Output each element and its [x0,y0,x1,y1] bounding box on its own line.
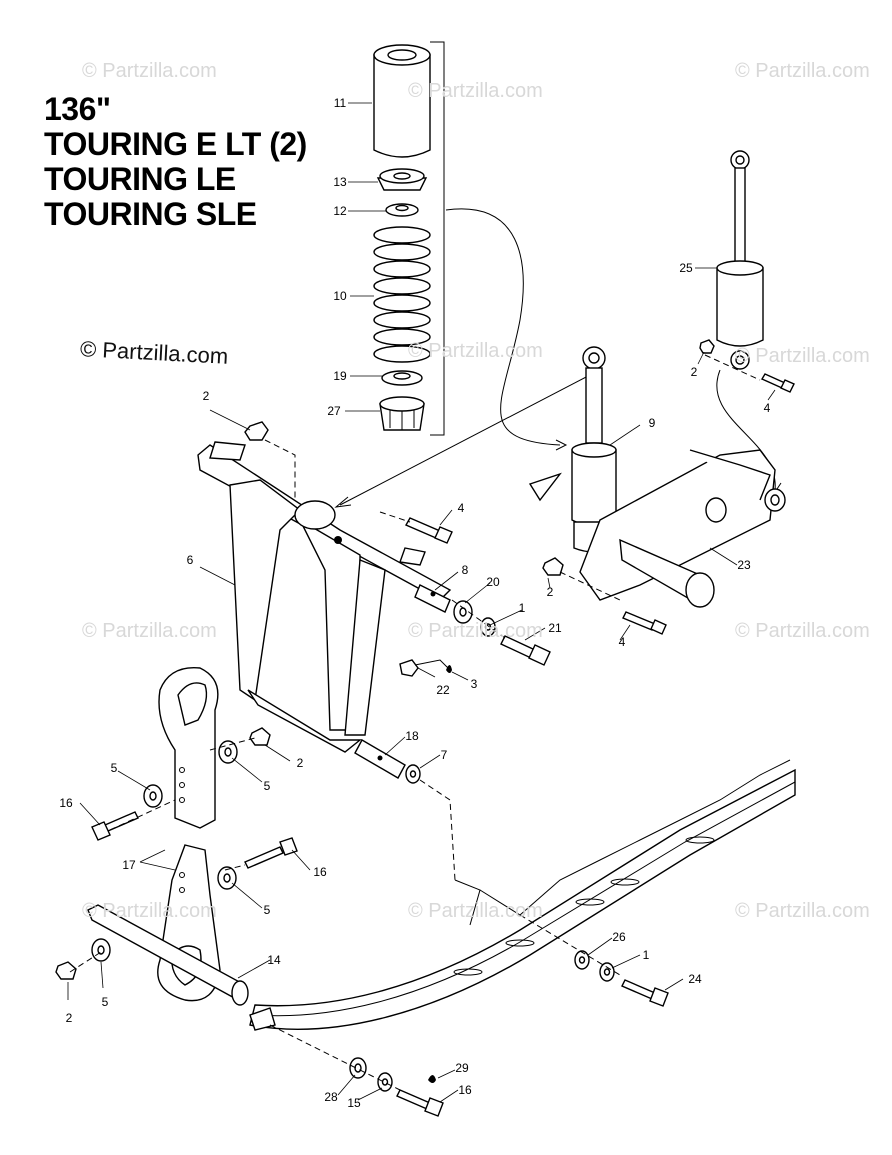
ring-part [385,203,419,217]
watermark: © Partzilla.com [82,60,217,82]
callout-label: 9 [648,416,656,430]
washer-5-d-part [91,938,111,962]
callout-label: 2 [65,1011,73,1025]
nut-2-left-part [249,727,271,746]
washer-20-part [453,600,473,624]
callout-label: 23 [737,558,751,572]
callout-label: 13 [333,175,347,189]
callout-label: 3 [470,677,478,691]
washer-15-part [377,1072,393,1092]
leader-lines [67,102,776,1103]
watermark: © Partzilla.com [82,620,217,642]
callout-label: 5 [101,995,109,1009]
callout-label: 4 [457,501,465,515]
grease-fitting-part [399,659,452,677]
callout-label: 18 [405,729,419,743]
washer-1-part [480,617,496,637]
washer-28-part [349,1057,367,1079]
callout-label: 29 [455,1061,469,1075]
nut-2-top-part [244,421,269,441]
callout-label: 5 [110,761,118,775]
callout-label: 2 [690,365,698,379]
lower-bushing-part [354,739,406,779]
title-line: TOURING LE [44,161,236,197]
bolt-4-small-part [760,373,795,393]
front-arm-part [197,441,452,753]
callout-label: 26 [612,930,626,944]
small-shock-part [716,150,764,370]
bolt-24-part [621,979,669,1007]
watermark: © Partzilla.com [82,900,217,922]
callout-label: 21 [548,621,562,635]
nut-2-bottom-part [55,961,77,980]
callout-label: 4 [618,635,626,649]
callout-label: 16 [59,796,73,810]
callout-label: 14 [267,953,281,967]
watermark: © Partzilla.com [408,80,543,102]
assembly-arrow [445,208,561,446]
coil-spring-part [373,226,431,363]
slide-rail-part [249,759,796,1031]
watermark: © Partzilla.com [735,345,870,367]
bolt-4-upper-part [405,517,453,544]
bushing-part [414,584,451,613]
washer-7-part [405,764,421,784]
callout-label: 8 [461,563,469,577]
callout-label: 5 [263,903,271,917]
link-upper-part [158,666,219,829]
callout-label: 10 [333,289,347,303]
bolt-21-part [500,635,551,666]
group-bracket [430,41,445,436]
watermark: © Partzilla.com [735,620,870,642]
callout-label: 22 [436,683,450,697]
bolt-16-bottom-part [396,1089,444,1117]
callout-label: 16 [458,1083,472,1097]
washer-1-lower-part [599,962,615,982]
watermark: © Partzilla.com [408,620,543,642]
spring-cover-part [373,44,431,158]
callout-label: 27 [327,404,341,418]
callout-label: 20 [486,575,500,589]
adjuster-cam-part [379,396,425,431]
callout-label: 25 [679,261,693,275]
callout-label: 6 [186,553,194,567]
washer-5-c-part [217,866,237,890]
callout-label: 2 [546,585,554,599]
watermark: © Partzilla.com [408,340,543,362]
callout-label: 2 [296,756,304,770]
callout-label: 1 [518,601,526,615]
nut-2-small-part [699,339,715,354]
callout-label: 4 [763,401,771,415]
callout-label: 5 [263,779,271,793]
callout-label: 2 [202,389,210,403]
washer-5-b-part [143,784,163,808]
nut-2-mid-part [542,557,564,576]
callout-label: 28 [324,1090,338,1104]
title-line: TOURING E LT (2) [44,126,307,162]
watermark: © Partzilla.com [408,900,543,922]
callout-label: 11 [333,96,347,110]
bolt-16-left-part [91,811,139,841]
axle-part [87,904,249,1006]
lower-seat-part [381,370,423,386]
bolt-16-mid-part [244,837,298,869]
title-line: TOURING SLE [44,196,257,232]
callout-label: 17 [122,858,136,872]
callout-label: 12 [333,204,347,218]
bolt-4-right-part [622,611,667,635]
callout-label: 24 [688,972,702,986]
title-line: 136" [44,91,111,127]
callout-label: 16 [313,865,327,879]
rear-arm-part [528,449,786,608]
washer-26-part [574,950,590,970]
callout-label: 19 [333,369,347,383]
spring-seat-part [376,168,428,191]
watermark: © Partzilla.com [735,900,870,922]
callout-label: 7 [440,748,448,762]
callout-label: 15 [347,1096,361,1110]
watermark: © Partzilla.com [735,60,870,82]
callout-label: 1 [642,948,650,962]
